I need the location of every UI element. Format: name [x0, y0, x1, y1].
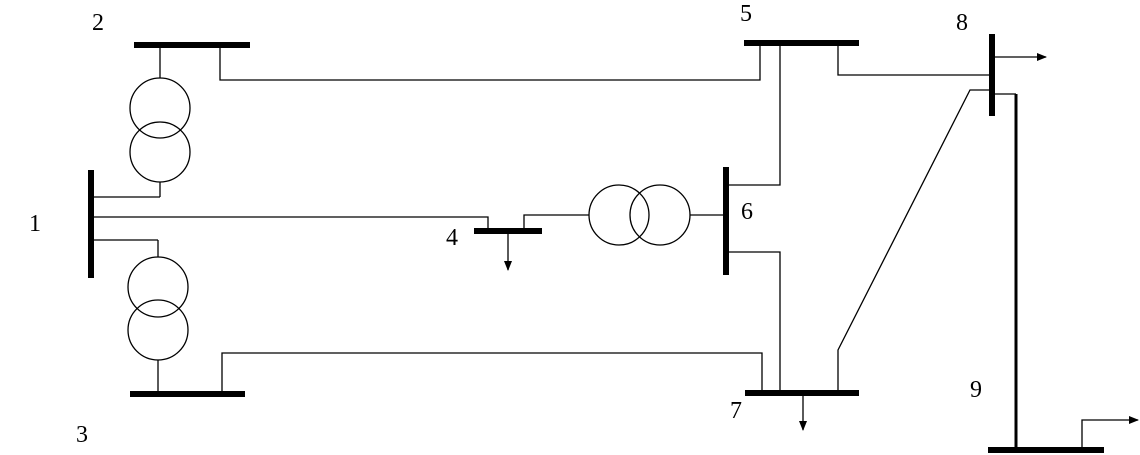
line-bus3-bus7: [221, 352, 763, 394]
line-bus1-bus4: [94, 216, 489, 231]
bus-9-label: 9: [970, 377, 982, 403]
bus-5-label: 5: [740, 1, 752, 27]
line-bus2-bus5: [219, 43, 761, 81]
bus-7-label: 7: [730, 398, 742, 424]
line-bus7-bus8: [837, 89, 989, 393]
bus-4-label: 4: [446, 225, 458, 251]
transformer-bus4-bus6: [523, 184, 726, 246]
transformer-bus1-bus2: [94, 45, 191, 198]
load-arrow-bus9: [1081, 416, 1139, 450]
line-bus8-bus9: [995, 93, 1018, 450]
bus-3-label: 3: [76, 422, 88, 448]
line-bus5-bus6: [729, 43, 781, 186]
bus-8-label: 8: [956, 10, 968, 36]
bus-2-label: 2: [92, 10, 104, 36]
line-bus6-bus7: [729, 251, 781, 393]
bus-1-label: 1: [29, 211, 41, 237]
transformer-bus1-bus3: [94, 239, 189, 394]
bus-6-label: 6: [741, 199, 753, 225]
line-bus5-bus8: [837, 43, 989, 76]
